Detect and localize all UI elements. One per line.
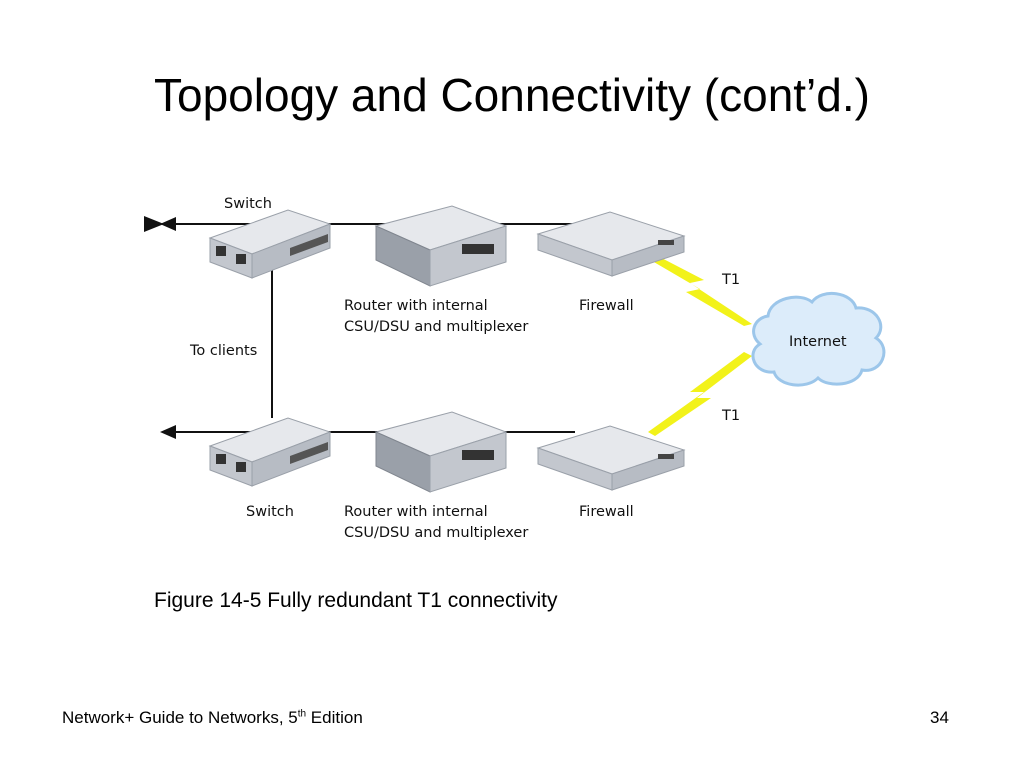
internet-cloud — [751, 292, 886, 387]
figure-caption: Figure 14-5 Fully redundant T1 connectiv… — [154, 589, 558, 612]
top-arrowhead — [160, 217, 176, 231]
label-internet: Internet — [789, 334, 847, 350]
bottom-arrowhead — [160, 425, 176, 439]
label-router-top-line2: CSU/DSU and multiplexer — [344, 319, 528, 335]
label-t1-bottom: T1 — [721, 408, 740, 424]
label-to-clients: To clients — [189, 343, 257, 359]
label-router-top-line1: Router with internal — [344, 298, 488, 314]
switch-bottom-device — [208, 417, 332, 487]
label-firewall-bottom: Firewall — [579, 504, 634, 520]
router-bottom-device — [374, 411, 508, 493]
page-number: 34 — [930, 708, 949, 727]
t1-lightning-top — [647, 252, 752, 326]
label-switch-bottom: Switch — [246, 504, 294, 520]
label-switch-top: Switch — [224, 196, 272, 212]
footer-title-suffix: Edition — [306, 708, 363, 727]
slide-title: Topology and Connectivity (cont’d.) — [154, 69, 870, 121]
label-firewall-top: Firewall — [579, 298, 634, 314]
footer-title-prefix: Network+ Guide to Networks, 5 — [62, 708, 298, 727]
firewall-top-device — [536, 211, 686, 277]
footer-book-title: Network+ Guide to Networks, 5th Edition — [62, 708, 363, 728]
label-router-bottom-line2: CSU/DSU and multiplexer — [344, 525, 528, 541]
firewall-bottom-device — [536, 425, 686, 491]
label-router-bottom-line1: Router with internal — [344, 504, 488, 520]
switch-top-device — [208, 209, 332, 279]
footer-title-sup: th — [297, 708, 307, 720]
router-top-device — [374, 205, 508, 287]
t1-lightning-bottom — [648, 352, 752, 436]
label-t1-top: T1 — [721, 272, 740, 288]
